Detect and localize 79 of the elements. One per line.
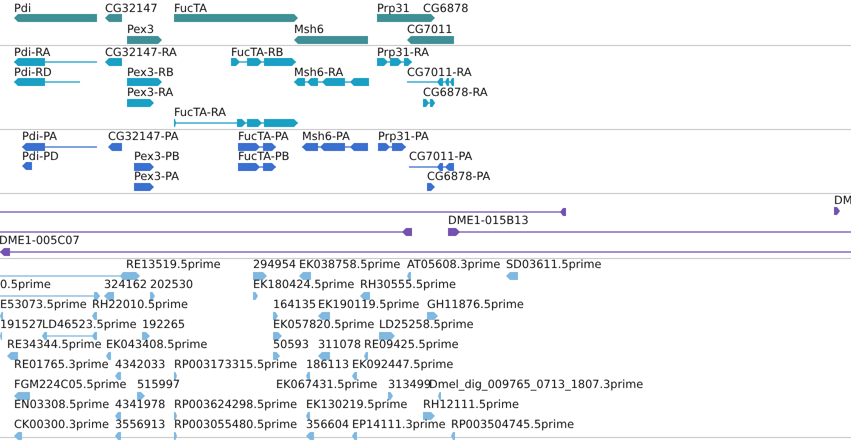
- feature-label: Prp31-RA: [377, 46, 429, 59]
- track-feature-label: AT05608.3prime: [407, 258, 500, 271]
- track-feature-label: 4342033: [115, 358, 166, 371]
- track-feature-label: 313499: [388, 378, 432, 391]
- track-feature-label: EK043408.5prime: [106, 338, 208, 351]
- feature-label: Pdi-PA: [22, 130, 58, 143]
- track-feature-label: RH22010.5prime: [92, 298, 188, 311]
- feature-label: Msh6-RA: [294, 66, 344, 79]
- track-feature-label: EK057820.5prime: [273, 318, 374, 331]
- feature-label: Pex3-PA: [134, 170, 179, 183]
- feature-label: CG6878: [423, 2, 468, 15]
- feature-label: FucTA-PA: [238, 130, 289, 143]
- feature-label: CG6878-RA: [423, 86, 488, 99]
- feature-label: CG32147-RA: [105, 46, 177, 59]
- track-feature-label: EK038758.5prime: [299, 258, 400, 271]
- track-feature-label: 515997: [137, 378, 180, 391]
- track-feature-label: RE34344.5prime: [7, 338, 102, 351]
- feature-label: Msh6-PA: [302, 130, 350, 143]
- track-feature-label: FGM224C05.5prime: [14, 378, 127, 391]
- track-feature-label: Dmel_dig_009765_0713_1807.3prime: [429, 378, 644, 391]
- track-feature-label: RP003173315.5prime: [174, 358, 298, 371]
- feature-label: Prp31: [377, 2, 410, 15]
- track-feature-label: EN03308.5prime: [14, 398, 110, 411]
- track-feature-label: 324162: [104, 278, 148, 291]
- track-feature-label: 4341978: [115, 398, 166, 411]
- feature-label: CG7011-RA: [407, 66, 472, 79]
- feature-label: Pdi-RD: [14, 66, 52, 79]
- feature-label: Pdi-PD: [22, 150, 59, 163]
- feature-label: CG7011-PA: [409, 150, 472, 163]
- feature-label: FucTA-PB: [238, 150, 290, 163]
- track-feature-label: LD25258.5prime: [379, 318, 474, 331]
- feature-label: Pdi: [14, 2, 32, 15]
- track-feature-label: DM: [834, 194, 851, 207]
- track-feature-label: 294954: [253, 258, 296, 271]
- feature-label: Pex3: [127, 23, 154, 36]
- track-feature-label: 356604: [306, 418, 350, 431]
- feature-label: FucTA-RB: [231, 46, 284, 59]
- track-feature-label: RH30555.5prime: [360, 278, 456, 291]
- feature-label: CG32147-PA: [108, 130, 178, 143]
- track-feature-label: SD03611.5prime: [506, 258, 602, 271]
- track-feature-label: 0.5prime: [0, 278, 51, 291]
- track-feature-label: 191527: [0, 318, 44, 331]
- track-feature-label: EK190119.5prime: [318, 298, 420, 311]
- track-feature-label: RE09425.5prime: [364, 338, 459, 351]
- feature-label: Pex3-RB: [127, 66, 174, 79]
- feature-label: FucTA: [174, 2, 208, 15]
- track-feature-label: RE13519.5prime: [126, 258, 221, 271]
- track-feature-label: 164135: [273, 298, 316, 311]
- feature-label: Pdi-RA: [14, 46, 50, 59]
- track-feature-label: EK092447.5prime: [352, 358, 454, 371]
- track-feature-label: EK067431.5prime: [276, 378, 378, 391]
- track-feature-label: RP003504745.5prime: [451, 418, 574, 431]
- feature-label: Prp31-PA: [378, 130, 429, 143]
- track-feature-label: 186113: [306, 358, 350, 371]
- feature-label: CG32147: [105, 2, 158, 15]
- feature-label: CG7011: [407, 23, 452, 36]
- track-feature-label: RP003624298.5prime: [174, 398, 298, 411]
- track-feature-label: 311078: [318, 338, 362, 351]
- track-feature-label: 50593: [273, 338, 309, 351]
- track-feature-label: 192265: [142, 318, 186, 331]
- feature-label: Pex3-PB: [134, 150, 180, 163]
- feature-label: FucTA-RA: [174, 106, 226, 119]
- track-feature-label: RH12111.5prime: [423, 398, 519, 411]
- track-feature-label: EK180424.5prime: [253, 278, 354, 291]
- track-feature-label: DME1-005C07: [0, 234, 80, 247]
- track-feature-label: E53073.5prime: [0, 298, 87, 311]
- track-feature-label: RE01765.3prime: [14, 358, 109, 371]
- track-feature-label: EP14111.3prime: [352, 418, 446, 431]
- feature-label: Pex3-RA: [127, 86, 174, 99]
- feature-label: CG6878-PA: [427, 170, 490, 183]
- track-feature-label: 202530: [150, 278, 194, 291]
- track-feature-label: GH11876.5prime: [427, 298, 524, 311]
- track-feature-label: EK130219.5prime: [306, 398, 408, 411]
- track-feature-label: CK00300.3prime: [14, 418, 109, 431]
- track-feature-label: RP003055480.5prime: [174, 418, 298, 431]
- track-feature-label: DME1-015B13: [448, 214, 529, 227]
- track-feature-label: LD46523.5prime: [42, 318, 137, 331]
- feature-label: Msh6: [294, 23, 324, 36]
- track-feature-label: 3556913: [115, 418, 166, 431]
